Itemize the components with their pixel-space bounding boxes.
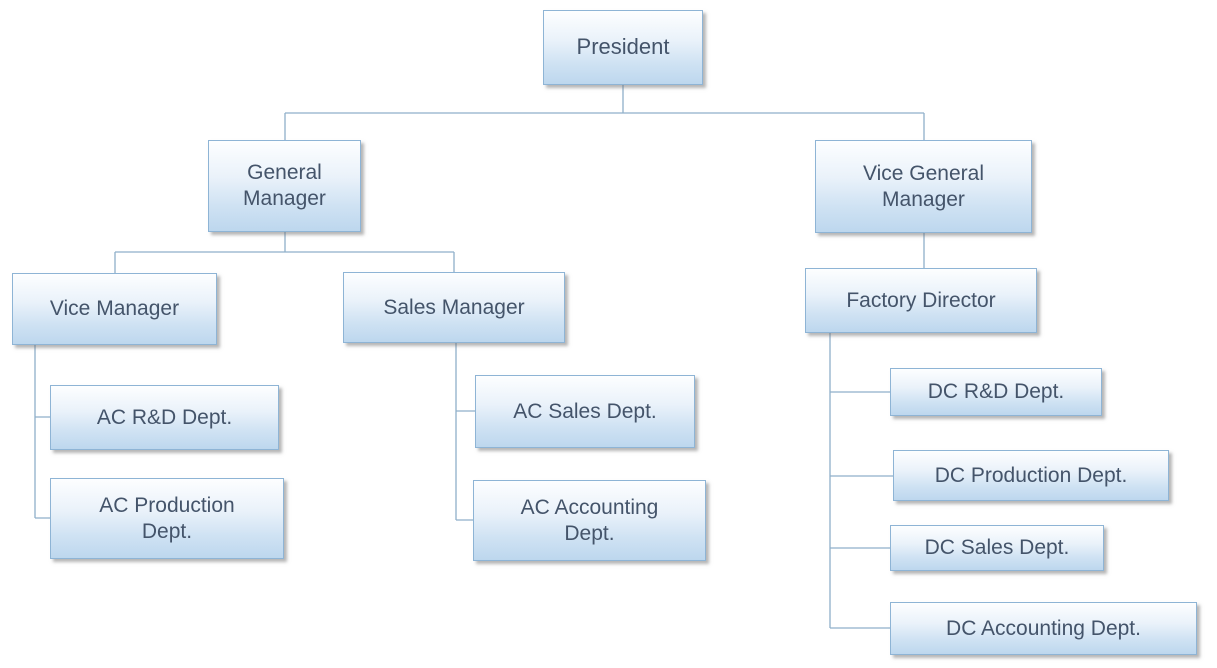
connector-president-to-managers [284, 85, 925, 140]
node-ac-accounting-dept-label: AC Accounting Dept. [520, 495, 659, 545]
connector-general-manager-to-children [114, 232, 455, 273]
node-general-manager: General Manager [208, 140, 361, 232]
node-vice-general-manager: Vice General Manager [815, 140, 1032, 233]
node-dc-production-dept: DC Production Dept. [893, 450, 1169, 501]
connector-vice-manager-to-depts [34, 345, 50, 519]
node-general-manager-label: General Manager [243, 161, 326, 210]
node-vice-manager-label: Vice Manager [49, 297, 180, 321]
node-ac-sales-dept-label: AC Sales Dept. [513, 399, 657, 423]
connector-factory-director-to-depts [829, 333, 893, 629]
node-factory-director: Factory Director [805, 268, 1037, 333]
node-president-label: President [576, 34, 670, 60]
node-dc-rd-dept: DC R&D Dept. [890, 368, 1102, 416]
node-ac-production-dept-label: AC Production Dept. [99, 493, 235, 543]
node-ac-accounting-dept: AC Accounting Dept. [473, 480, 706, 561]
node-sales-manager-label: Sales Manager [383, 295, 525, 319]
node-dc-sales-dept: DC Sales Dept. [890, 525, 1104, 571]
node-ac-sales-dept: AC Sales Dept. [475, 375, 695, 448]
node-ac-rd-dept: AC R&D Dept. [50, 385, 279, 450]
node-vice-manager: Vice Manager [12, 273, 217, 345]
node-ac-rd-dept-label: AC R&D Dept. [96, 405, 233, 429]
node-dc-rd-dept-label: DC R&D Dept. [927, 380, 1065, 404]
node-dc-accounting-dept: DC Accounting Dept. [890, 602, 1197, 655]
node-dc-production-dept-label: DC Production Dept. [934, 463, 1128, 487]
node-dc-accounting-dept-label: DC Accounting Dept. [946, 616, 1141, 640]
node-factory-director-label: Factory Director [846, 288, 996, 312]
node-president: President [543, 10, 703, 85]
node-ac-production-dept: AC Production Dept. [50, 478, 284, 559]
node-sales-manager: Sales Manager [343, 272, 565, 343]
node-vice-general-manager-label: Vice General Manager [862, 161, 985, 211]
node-dc-sales-dept-label: DC Sales Dept. [924, 536, 1070, 560]
